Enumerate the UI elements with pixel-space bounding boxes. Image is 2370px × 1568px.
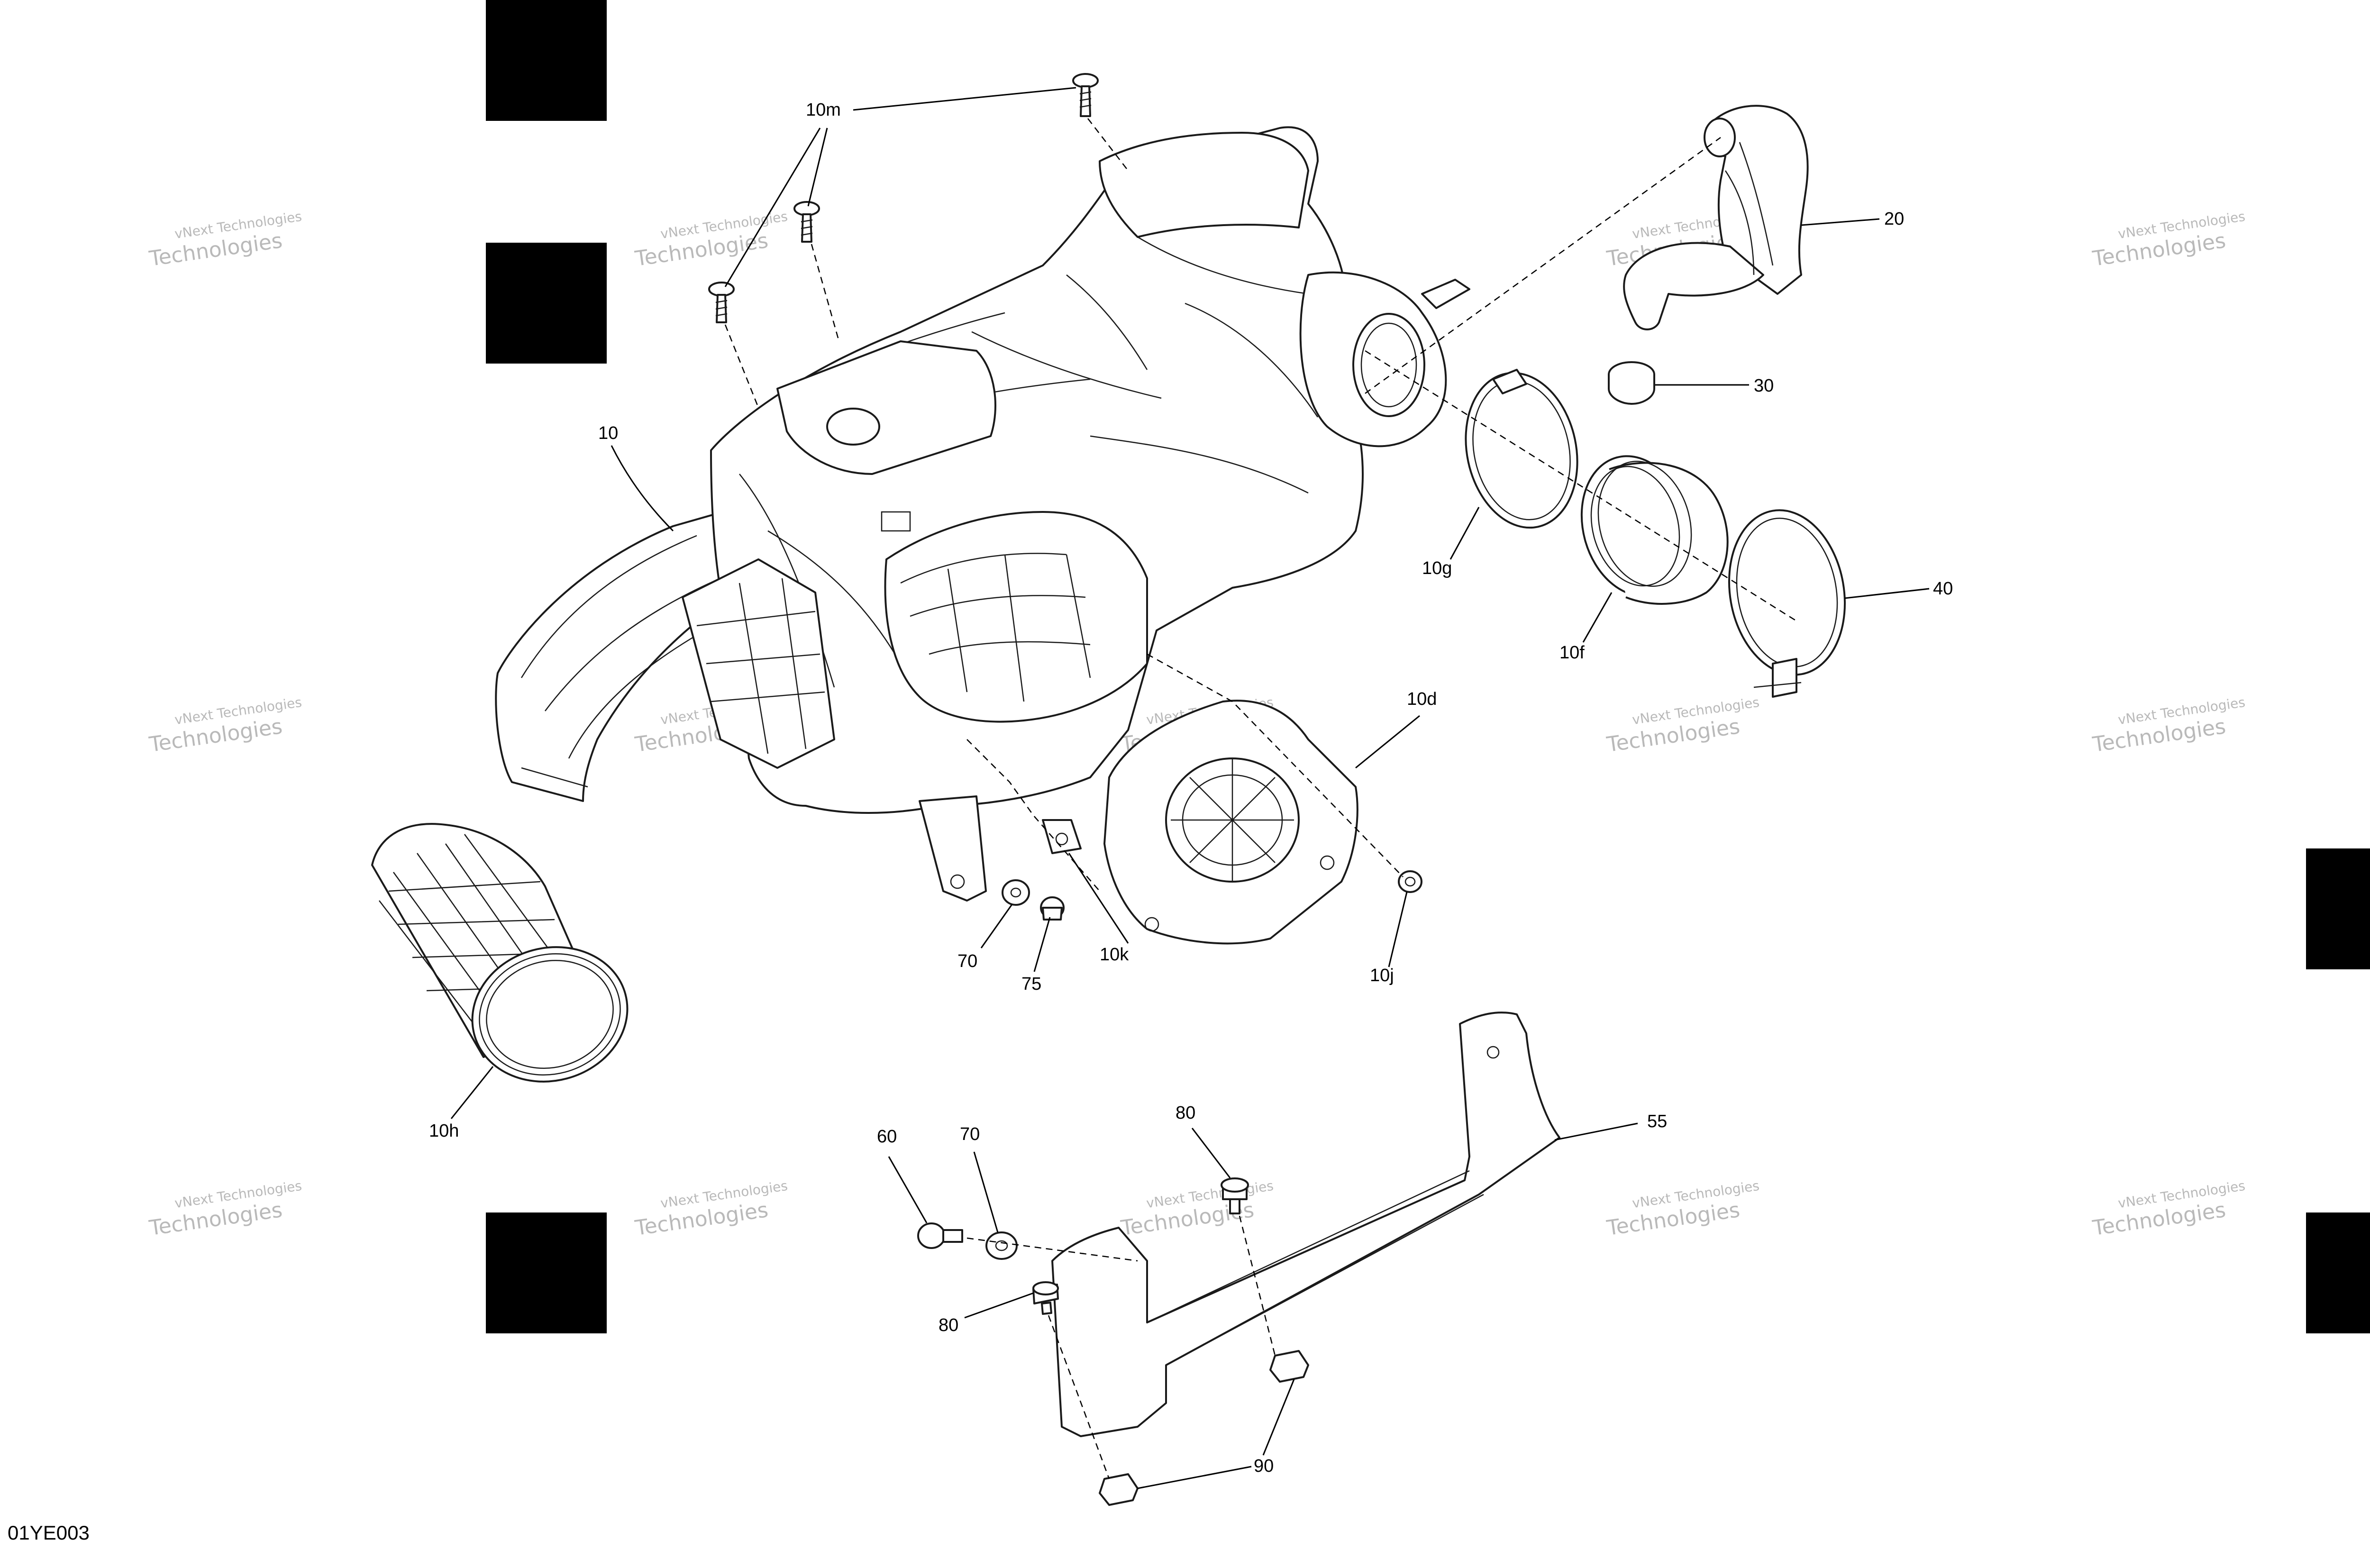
leader-lines (450, 87, 1930, 1489)
screw-10m-top (1072, 73, 1099, 117)
watermark: vNext Technologies Technologies (2091, 1178, 2246, 1240)
clamp-30 (1608, 361, 1655, 405)
bolt-80-lower (1032, 1281, 1059, 1315)
callout-30: 30 (1754, 376, 1774, 396)
nut-10k (1042, 819, 1082, 854)
watermark: vNext Technologies Technologies (1119, 1178, 1275, 1240)
callout-10h: 10h (429, 1121, 459, 1141)
registration-marks (486, 0, 2370, 1333)
callout-80-lower: 80 (939, 1315, 958, 1335)
registration-block (486, 1212, 607, 1333)
watermark: vNext Technologies Technologies (147, 1178, 303, 1240)
callout-75: 75 (1021, 974, 1041, 994)
callout-10g: 10g (1422, 558, 1452, 578)
registration-block (486, 0, 607, 121)
callout-40: 40 (1933, 579, 1953, 599)
watermark: vNext Technologies Technologies (633, 209, 789, 271)
watermark: vNext Technologies Technologies (147, 694, 303, 757)
watermark: vNext Technologies Technologies (2091, 694, 2246, 757)
callout-20: 20 (1884, 209, 1904, 229)
coupler-10f (1580, 455, 1729, 605)
callout-10: 10 (598, 423, 618, 443)
callout-70-upper: 70 (957, 951, 977, 971)
clip-nut-90-right (1269, 1350, 1309, 1383)
callout-70-lower: 70 (960, 1124, 980, 1144)
callout-10j: 10j (1370, 966, 1394, 985)
assembly-lines (724, 118, 1797, 1479)
screw-10m-middle (793, 201, 820, 243)
callout-10m: 10m (806, 100, 841, 120)
callout-10d: 10d (1407, 689, 1437, 709)
air-filter-10h (371, 823, 629, 1083)
watermark: vNext Technologies Technologies (147, 209, 303, 271)
registration-block (486, 243, 607, 364)
heat-shield-55 (1051, 1012, 1560, 1437)
screw-10m-left (708, 282, 735, 323)
bolt-75 (1040, 896, 1065, 921)
callout-60: 60 (877, 1127, 897, 1147)
drawing-code: 01YE003 (8, 1522, 90, 1544)
hose-20 (1623, 105, 1809, 330)
registration-block (2306, 1212, 2370, 1333)
callout-80-upper: 80 (1176, 1103, 1195, 1123)
cover-10d (1103, 700, 1358, 945)
washer-70-upper (1002, 879, 1030, 906)
callout-10f: 10f (1559, 643, 1585, 663)
registration-block (2306, 848, 2370, 969)
callout-labels: 10m 20 10 30 10g 40 10f 10d 70 75 10k 10… (429, 100, 1953, 1476)
washer-70-lower (985, 1231, 1018, 1260)
clip-nut-90-left (1099, 1473, 1139, 1506)
watermark: vNext Technologies Technologies (2091, 209, 2246, 271)
clamp-10g (1465, 369, 1578, 529)
callout-55: 55 (1647, 1112, 1667, 1131)
airbox-housing (682, 126, 1470, 902)
bolt-80-upper (1221, 1177, 1249, 1214)
watermark: vNext Technologies Technologies (1605, 1178, 1760, 1240)
watermark: vNext Technologies Technologies (633, 1178, 789, 1240)
bolt-60 (917, 1222, 963, 1249)
callout-90: 90 (1254, 1456, 1274, 1476)
watermark: vNext Technologies Technologies (1605, 694, 1760, 757)
callout-10k: 10k (1100, 945, 1129, 965)
nut-10j (1398, 870, 1422, 893)
clamp-40 (1728, 509, 1846, 698)
